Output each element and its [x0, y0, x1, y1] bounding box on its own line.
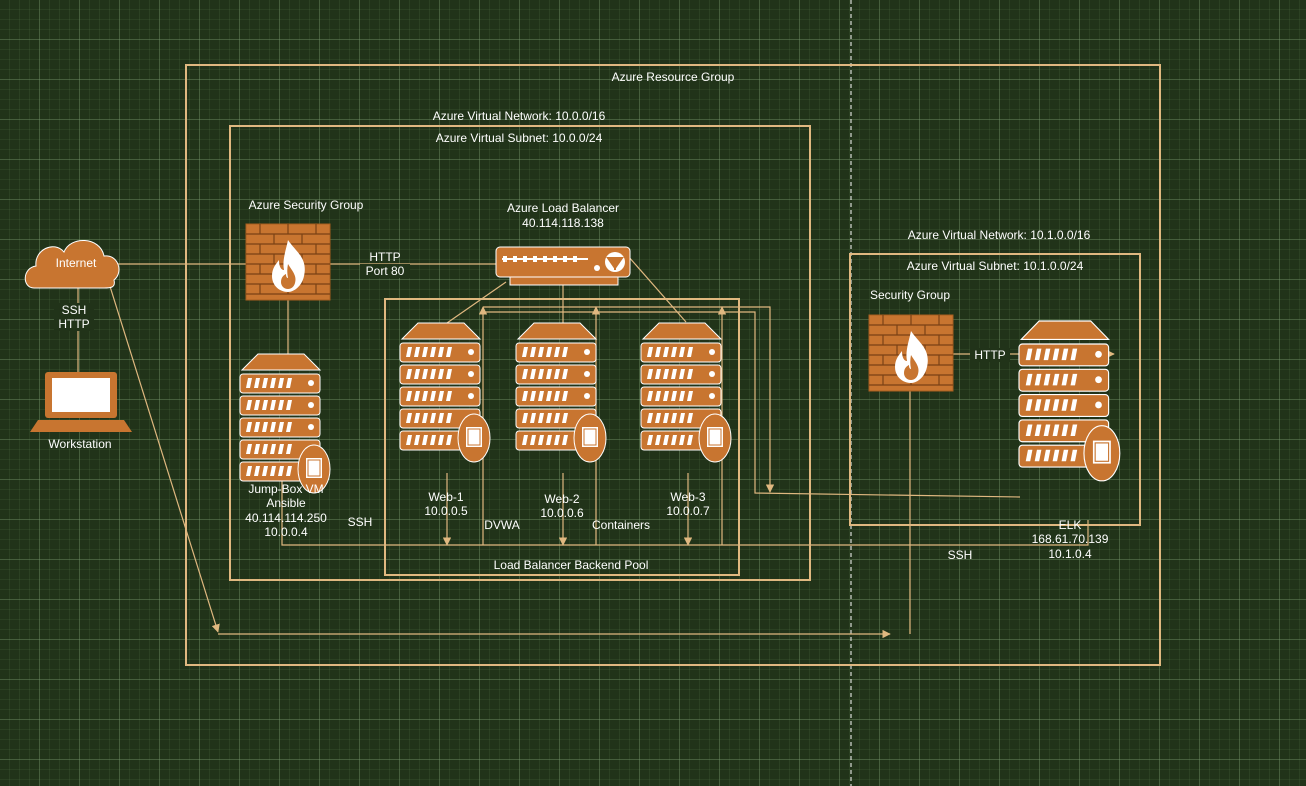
- laptop-icon: [30, 372, 132, 432]
- web1-ip: 10.0.0.5: [424, 504, 468, 518]
- vnet1-label: Azure Virtual Network: 10.0.0/16: [432, 109, 606, 123]
- internet-label: Internet: [55, 256, 97, 270]
- web2-server-icon: [515, 322, 607, 463]
- security-group-1-label: Azure Security Group: [248, 198, 364, 212]
- web3-name: Web-3: [670, 490, 706, 504]
- jumpbox-private-ip: 10.0.0.4: [264, 525, 308, 539]
- edge-label-port80: Port 80: [360, 264, 410, 278]
- edge-label-ssh-elk: SSH: [947, 548, 973, 562]
- pool-route-2: [483, 311, 1021, 498]
- resource-group-label: Azure Resource Group: [611, 70, 735, 84]
- edge-label-http-elk: HTTP: [970, 348, 1010, 362]
- web3-server-icon: [640, 322, 732, 463]
- elk-name: ELK: [1058, 518, 1082, 532]
- security-group-2-label: Security Group: [869, 288, 951, 302]
- vnet2-label: Azure Virtual Network: 10.1.0.0/16: [907, 228, 1091, 242]
- firewall-icon: [868, 314, 954, 392]
- jumpbox-role: Ansible: [266, 496, 306, 510]
- lb-to-web1-line: [446, 281, 507, 324]
- firewall-icon: [245, 223, 331, 301]
- resource-group-box: [185, 64, 1161, 666]
- lb-to-web3-line: [627, 255, 687, 323]
- load-balancer-name: Azure Load Balancer: [506, 201, 620, 215]
- backend-pool-box: [384, 298, 740, 576]
- elk-public-ip: 168.61.70.139: [1031, 532, 1109, 546]
- cloud-icon: [24, 240, 120, 289]
- web1-name: Web-1: [428, 490, 464, 504]
- load-balancer-icon: [495, 246, 631, 286]
- web2-ip: 10.0.0.6: [540, 506, 584, 520]
- edge-label-http: HTTP: [54, 317, 94, 331]
- workstation-label: Workstation: [48, 437, 112, 451]
- backend-pool-label: Load Balancer Backend Pool: [493, 558, 649, 572]
- edge-label-http-lb: HTTP: [369, 250, 401, 264]
- edge-label-ssh: SSH: [54, 303, 94, 317]
- subnet1-label: Azure Virtual Subnet: 10.0.0/24: [435, 131, 603, 145]
- jumpbox-server-icon: [239, 353, 331, 494]
- web1-server-icon: [399, 322, 491, 463]
- elk-server-icon: [1018, 320, 1121, 482]
- web3-ip: 10.0.0.7: [666, 504, 710, 518]
- edge-label-containers: Containers: [591, 518, 651, 532]
- edge-label-dvwa: DVWA: [484, 518, 520, 532]
- pool-top-route: [483, 306, 775, 493]
- load-balancer-ip: 40.114.118.138: [522, 216, 604, 230]
- jumpbox-name: Jump-Box VM: [248, 482, 324, 496]
- vnet1-subnet-box: [229, 125, 811, 581]
- vnet2-subnet-box: [849, 253, 1141, 526]
- edge-label-ssh-jump: SSH: [347, 515, 373, 529]
- internet-diagonal-line: [107, 279, 220, 633]
- web2-name: Web-2: [544, 492, 580, 506]
- subnet2-label: Azure Virtual Subnet: 10.1.0.0/24: [906, 259, 1084, 273]
- jumpbox-public-ip: 40.114.114.250: [245, 511, 327, 525]
- elk-private-ip: 10.1.0.4: [1048, 547, 1092, 561]
